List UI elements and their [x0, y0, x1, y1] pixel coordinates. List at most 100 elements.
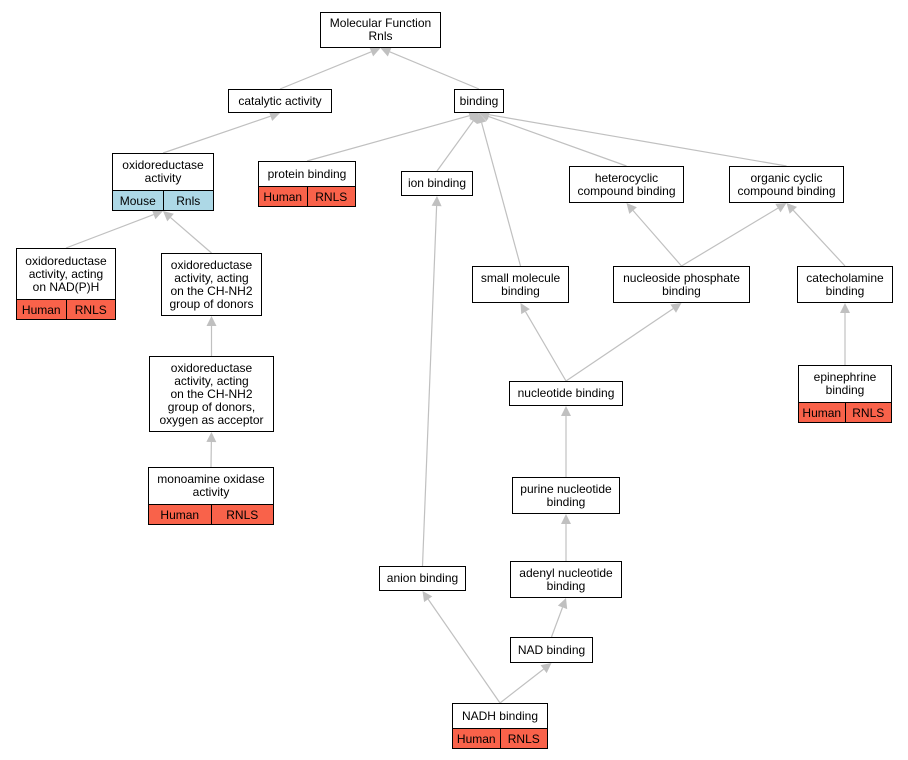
species-tag: Human [259, 187, 307, 206]
edge-arrowhead [775, 203, 787, 213]
edge-arrowhead [369, 47, 381, 57]
gene-tag: RNLS [844, 403, 891, 422]
gene-tag: RNLS [306, 187, 355, 206]
edge-organic-to-binding [488, 114, 787, 167]
node-label-protein: protein binding [267, 166, 347, 181]
node-label-nucleotide: nucleotide binding [517, 386, 615, 400]
edge-arrowhead [206, 316, 217, 326]
node-label-epinephrine: epinephrine binding [813, 370, 877, 397]
node-nucleotide[interactable]: nucleotide binding [509, 381, 623, 406]
node-catechol[interactable]: catecholamine binding [797, 266, 893, 303]
node-organic[interactable]: organic cyclic compound binding [729, 166, 844, 203]
edge-arrowhead [151, 209, 163, 220]
edge-smallmol-to-binding [481, 122, 522, 267]
edge-arrowhead [561, 514, 571, 524]
edge-oxidored-to-catalytic [162, 115, 271, 154]
edge-arrowhead [520, 303, 530, 315]
edge-oxnadph-to-oxidored [65, 214, 154, 249]
edge-arrowhead [380, 47, 392, 57]
edge-nadh-to-nad [499, 668, 544, 704]
node-label-catalytic: catalytic activity [238, 93, 322, 108]
edge-catechol-to-organic [792, 209, 846, 267]
node-oxnadph[interactable]: oxidoreductase activity, acting on NAD(P… [16, 248, 116, 320]
edge-arrowhead [206, 432, 217, 443]
node-label-nad: NAD binding [517, 642, 586, 657]
edge-arrowhead [540, 663, 552, 674]
species-tag: Human [17, 300, 66, 319]
node-purine[interactable]: purine nucleotide binding [512, 477, 620, 514]
edge-catalytic-to-mf [279, 51, 372, 90]
edge-arrowhead [163, 211, 174, 222]
node-label-adenyl: adenyl nucleotide binding [519, 565, 613, 593]
edge-arrowhead [268, 111, 280, 121]
edge-arrowhead [670, 303, 682, 313]
node-label-binding: binding [459, 93, 499, 108]
node-nucphos[interactable]: nucleoside phosphate binding [613, 266, 750, 303]
node-label-organic: organic cyclic compound binding [737, 170, 836, 198]
edge-nucphos-to-organic [681, 207, 779, 267]
edge-binding-to-mf [389, 51, 480, 90]
node-label-nucphos: nucleoside phosphate binding [623, 270, 740, 298]
edge-arrowhead [786, 203, 797, 214]
edge-arrowhead [557, 598, 568, 610]
gene-tag: RNLS [499, 729, 547, 748]
node-label-mf: Molecular Function Rnls [329, 16, 432, 43]
species-tag: Human [149, 505, 211, 524]
node-label-catechol: catecholamine binding [806, 270, 884, 298]
node-smallmol[interactable]: small molecule binding [472, 266, 569, 303]
node-heterocyclic[interactable]: heterocyclic compound binding [569, 166, 684, 203]
gene-tag: Rnls [162, 191, 213, 210]
edge-protein-to-binding [306, 115, 470, 162]
edge-arrowhead [626, 203, 637, 214]
node-label-heterocyclic: heterocyclic compound binding [577, 170, 676, 198]
node-label-oxo2: oxidoreductase activity, acting on the C… [159, 360, 264, 427]
node-anion[interactable]: anion binding [379, 566, 466, 591]
edge-arrowhead [561, 406, 571, 416]
edge-arrowhead [422, 591, 433, 603]
node-catalytic[interactable]: catalytic activity [228, 89, 332, 113]
edge-arrowhead [476, 113, 487, 124]
edge-nad-to-adenyl [550, 607, 564, 638]
edge-nucleotide-to-smallmol [525, 311, 567, 382]
gene-tag: RNLS [210, 505, 273, 524]
edge-arrowhead [431, 196, 442, 207]
node-mf[interactable]: Molecular Function Rnls [320, 12, 441, 48]
node-label-oxch: oxidoreductase activity, acting on the C… [169, 257, 254, 311]
node-label-mao: monoamine oxidase activity [157, 472, 265, 499]
species-tag: Human [799, 403, 845, 422]
edge-nadh-to-anion [427, 598, 501, 704]
node-oxo2[interactable]: oxidoreductase activity, acting on the C… [149, 356, 274, 432]
edge-arrowhead [840, 303, 850, 313]
node-oxch[interactable]: oxidoreductase activity, acting on the C… [161, 253, 262, 316]
species-tag: Mouse [113, 191, 163, 210]
node-label-oxidored: oxidoreductase activity [122, 158, 204, 185]
node-nad[interactable]: NAD binding [510, 637, 593, 663]
edge-heterocyclic-to-binding [488, 115, 627, 167]
node-label-ion: ion binding [407, 176, 467, 190]
node-ion[interactable]: ion binding [401, 171, 473, 196]
edge-anion-to-ion [421, 205, 438, 567]
gene-tag: RNLS [65, 300, 115, 319]
node-label-purine: purine nucleotide binding [520, 481, 612, 509]
edge-nucleotide-to-nucphos [565, 308, 674, 382]
node-label-nadh: NADH binding [461, 708, 539, 723]
node-label-smallmol: small molecule binding [480, 270, 561, 298]
edge-ion-to-binding [436, 120, 474, 172]
node-label-oxnadph: oxidoreductase activity, acting on NAD(P… [25, 253, 107, 294]
node-label-anion: anion binding [386, 571, 459, 585]
node-adenyl[interactable]: adenyl nucleotide binding [510, 561, 622, 598]
node-binding[interactable]: binding [454, 89, 504, 113]
